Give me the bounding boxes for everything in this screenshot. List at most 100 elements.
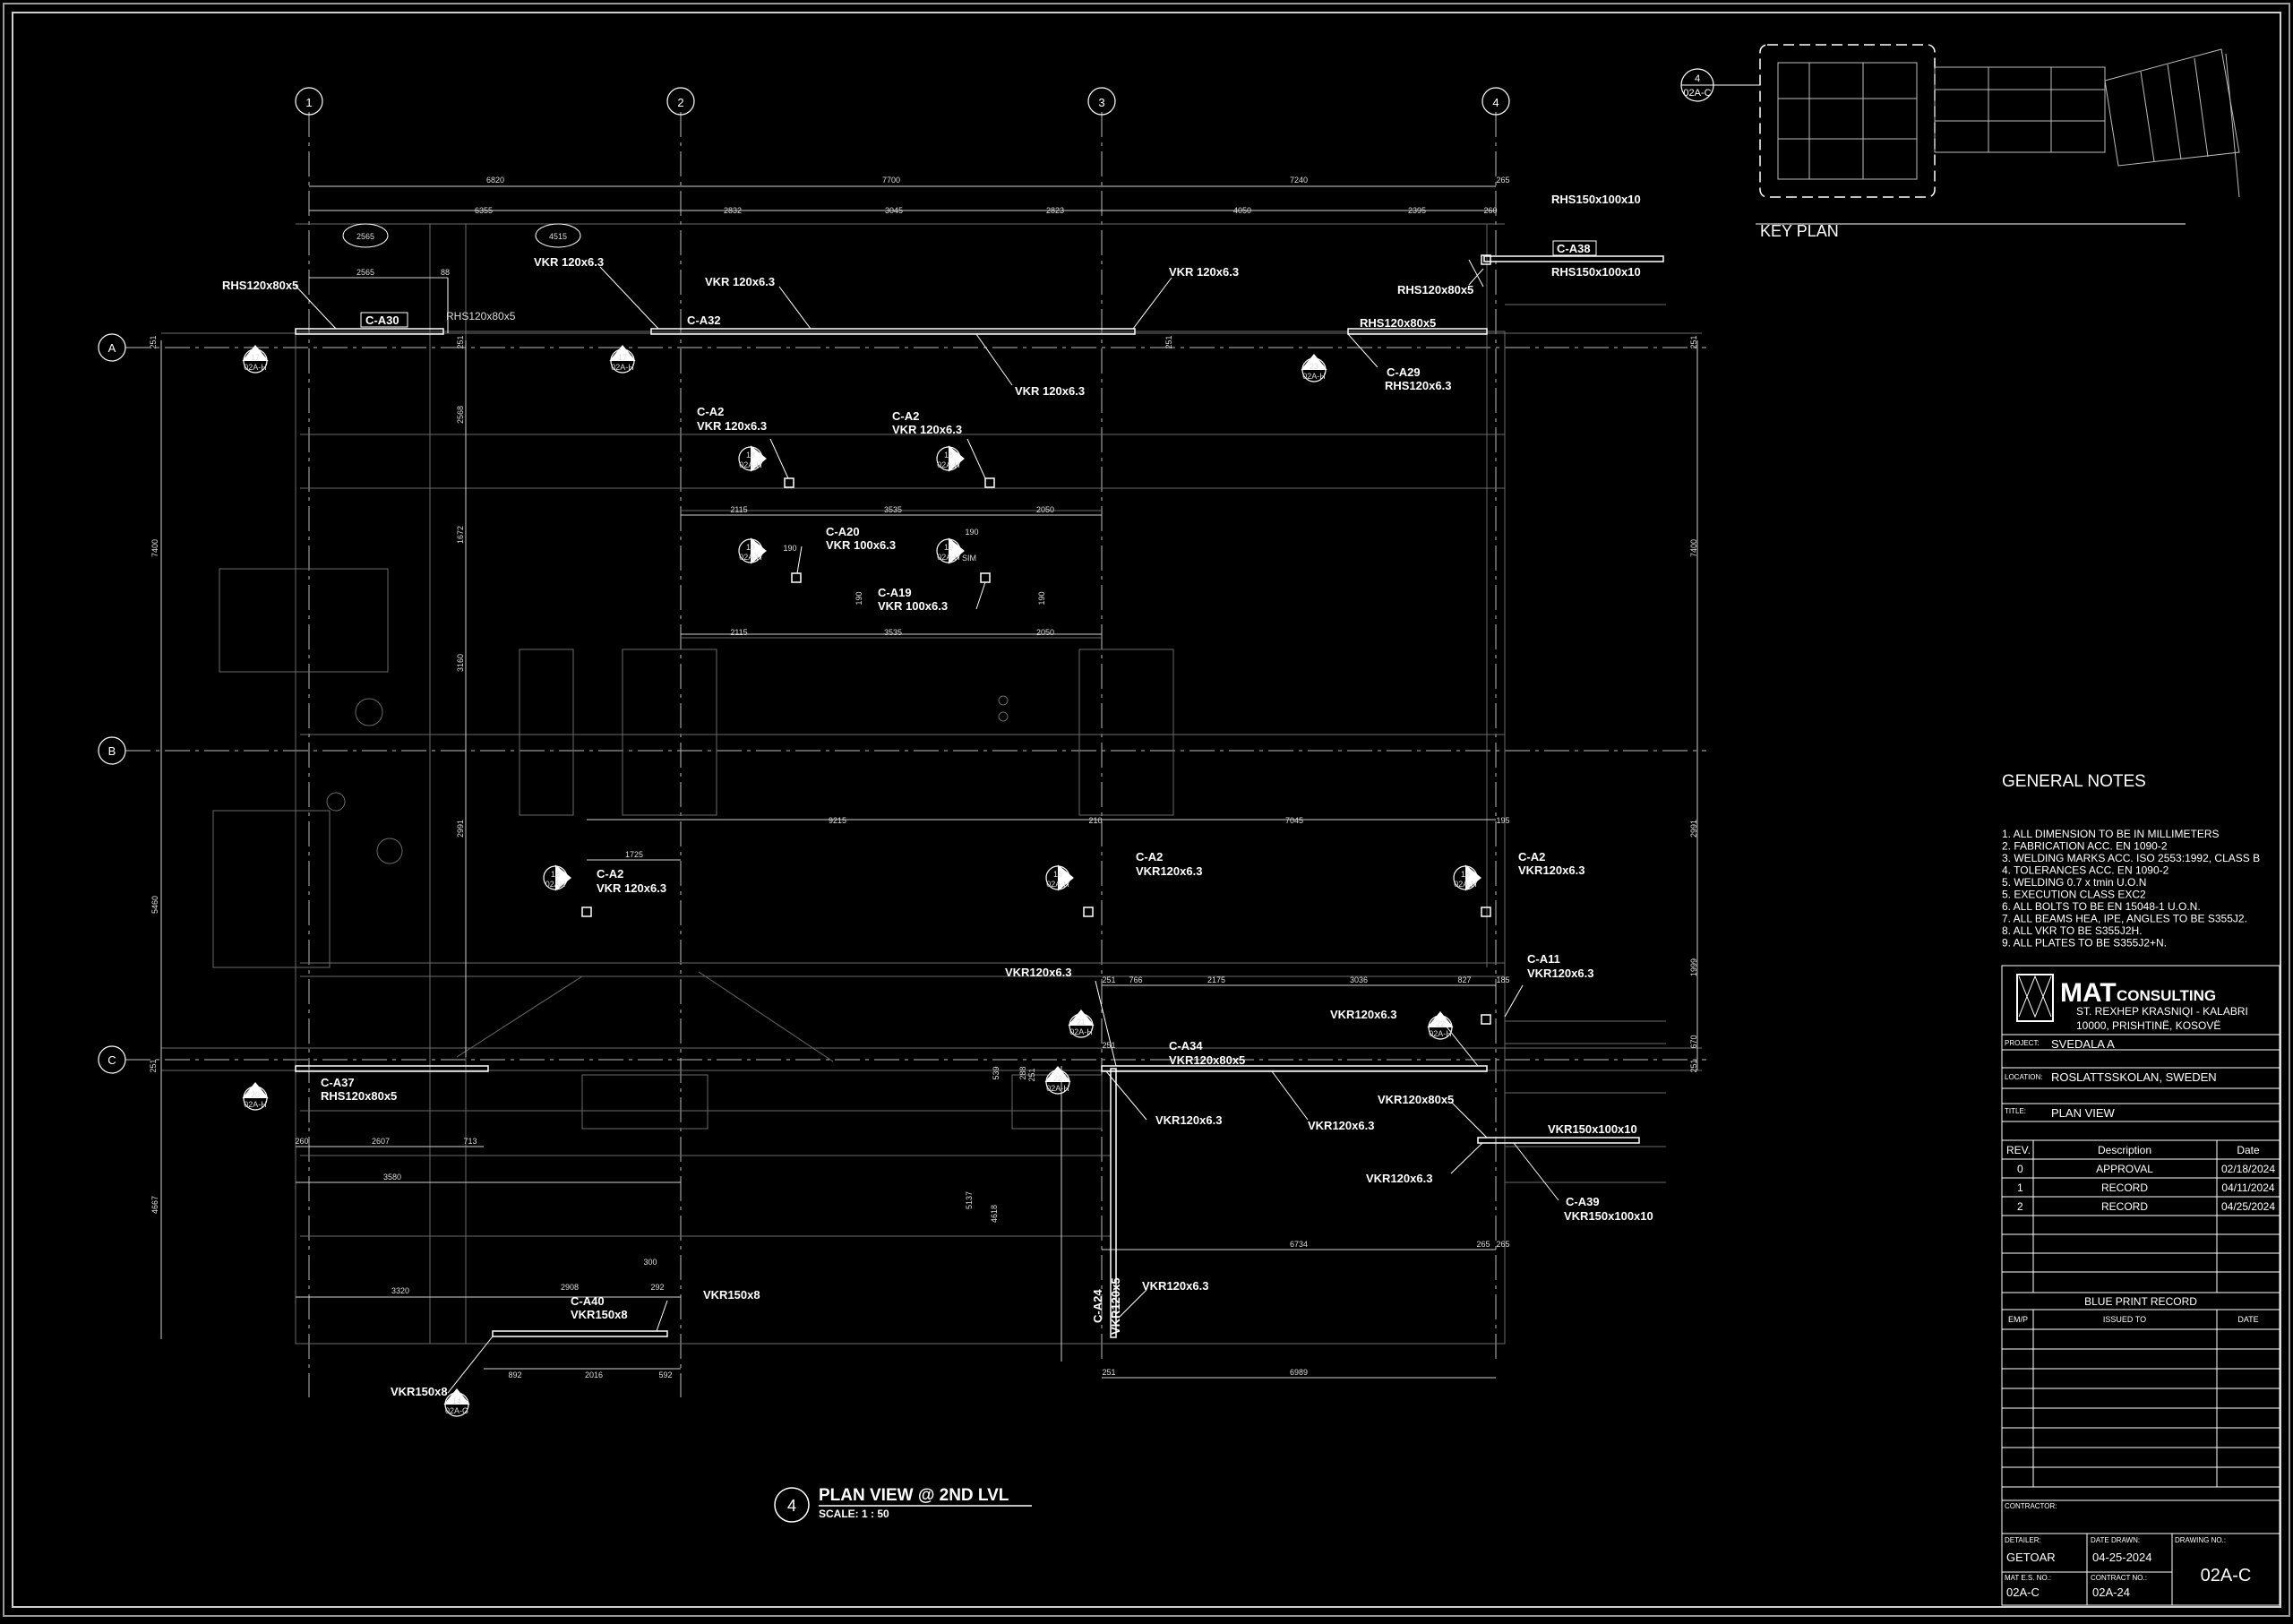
svg-text:C: C: [107, 1053, 116, 1067]
svg-text:A: A: [108, 341, 116, 355]
svg-text:VKR 120x6.3: VKR 120x6.3: [1015, 384, 1085, 398]
svg-text:2395: 2395: [1408, 206, 1426, 215]
svg-text:4667: 4667: [150, 1196, 159, 1214]
svg-text:288: 288: [1018, 1066, 1027, 1079]
svg-text:251: 251: [1102, 1368, 1115, 1377]
grid-col-3-bubble: 3: [1087, 87, 1116, 116]
svg-text:VKR150x8: VKR150x8: [571, 1308, 628, 1321]
svg-text:VKR 120x6.3: VKR 120x6.3: [534, 255, 604, 269]
svg-text:C-A34: C-A34: [1169, 1039, 1203, 1053]
svg-text:3320: 3320: [391, 1286, 409, 1295]
svg-text:C-A19: C-A19: [878, 586, 912, 599]
svg-text:2050: 2050: [1036, 505, 1054, 514]
svg-text:6355: 6355: [475, 206, 493, 215]
svg-text:2908: 2908: [561, 1283, 579, 1292]
svg-text:251: 251: [456, 335, 465, 348]
general-notes: GENERAL NOTES 1. ALL DIMENSION TO BE IN …: [2002, 772, 2260, 949]
svg-text:C-A32: C-A32: [687, 314, 721, 327]
svg-text:251: 251: [149, 1059, 158, 1072]
svg-text:02A-24: 02A-24: [2092, 1585, 2130, 1599]
svg-text:02A-H: 02A-H: [1454, 880, 1477, 889]
svg-text:Date: Date: [2237, 1144, 2260, 1156]
svg-text:3580: 3580: [383, 1173, 401, 1181]
svg-text:C-A2: C-A2: [597, 867, 623, 881]
svg-text:251: 251: [1102, 975, 1115, 984]
svg-text:88: 88: [441, 268, 450, 277]
svg-text:EM/P: EM/P: [2008, 1315, 2028, 1324]
svg-text:22: 22: [1053, 1074, 1062, 1083]
svg-text:RHS120x80x5: RHS120x80x5: [1360, 316, 1436, 330]
svg-text:18: 18: [1053, 870, 1062, 879]
svg-text:SVEDALA A: SVEDALA A: [2051, 1037, 2115, 1051]
svg-text:02A-H: 02A-H: [1046, 1084, 1069, 1093]
grid-lines: [125, 112, 1706, 1397]
title-block-text: MAT CONSULTING ST. REXHEP KRASNIQI - KAL…: [2005, 978, 2275, 1599]
svg-text:VKR120x6.3: VKR120x6.3: [1308, 1119, 1374, 1132]
svg-text:02AH: 02AH: [545, 880, 566, 889]
leader-lines: [295, 259, 1559, 1394]
svg-text:02/18/2024: 02/18/2024: [2221, 1163, 2275, 1175]
svg-text:PROJECT:: PROJECT:: [2005, 1039, 2040, 1047]
plan-scale-text: SCALE: 1 : 50: [819, 1508, 889, 1520]
svg-text:02A-H: 02A-H: [611, 363, 634, 372]
building-linework: [161, 223, 1702, 1345]
svg-text:18: 18: [1461, 870, 1470, 879]
svg-text:827: 827: [1457, 975, 1471, 984]
plan-title-text: PLAN VIEW @ 2ND LVL: [819, 1486, 1009, 1505]
grid-col-4-bubble: 4: [1481, 87, 1510, 116]
svg-text:3045: 3045: [885, 206, 903, 215]
svg-text:2832: 2832: [724, 206, 742, 215]
svg-text:9215: 9215: [829, 816, 846, 825]
svg-text:02A-C: 02A-C: [1683, 88, 1711, 99]
svg-text:GETOAR: GETOAR: [2006, 1551, 2056, 1564]
svg-text:2: 2: [2017, 1200, 2023, 1213]
svg-text:VKR120x80x5: VKR120x80x5: [1378, 1093, 1454, 1106]
svg-text:02A-H: 02A-H: [937, 553, 960, 562]
svg-text:02A-H: 02A-H: [937, 460, 960, 469]
svg-text:LOCATION:: LOCATION:: [2005, 1073, 2043, 1081]
svg-text:02A-H: 02A-H: [739, 460, 762, 469]
svg-text:20: 20: [251, 1090, 260, 1099]
revision-cloud-1: 2565: [342, 223, 389, 248]
svg-text:1: 1: [305, 96, 312, 109]
svg-text:4: 4: [1492, 96, 1499, 109]
general-note-item: 5. WELDING 0.7 x tmin U.O.N: [2002, 876, 2146, 889]
svg-text:300: 300: [643, 1258, 657, 1267]
svg-text:190: 190: [965, 528, 978, 537]
svg-text:RHS120x80x5: RHS120x80x5: [446, 310, 516, 322]
svg-text:CONTRACTOR:: CONTRACTOR:: [2005, 1502, 2057, 1510]
dimension-lines: [160, 185, 1698, 1379]
svg-text:7400: 7400: [1689, 539, 1698, 557]
grid-col-2-bubble: 2: [666, 87, 695, 116]
svg-text:Description: Description: [2098, 1144, 2151, 1156]
svg-text:VKR 120x6.3: VKR 120x6.3: [705, 275, 775, 288]
svg-text:210: 210: [1088, 816, 1102, 825]
svg-text:3160: 3160: [456, 654, 465, 672]
svg-text:2175: 2175: [1207, 975, 1225, 984]
svg-text:ROSLATTSSKOLAN, SWEDEN: ROSLATTSSKOLAN, SWEDEN: [2051, 1070, 2217, 1084]
svg-text:251: 251: [149, 335, 158, 348]
svg-text:VKR150x100x10: VKR150x100x10: [1548, 1122, 1637, 1136]
svg-text:2991: 2991: [1689, 820, 1698, 838]
svg-text:19: 19: [746, 543, 755, 552]
svg-text:VKR120x6.3: VKR120x6.3: [1005, 966, 1071, 979]
svg-text:VKR150x8: VKR150x8: [703, 1288, 760, 1302]
grid-row-b-bubble: B: [98, 736, 126, 765]
svg-text:VKR120x6.3: VKR120x6.3: [1136, 864, 1202, 878]
svg-text:PLAN VIEW: PLAN VIEW: [2051, 1106, 2116, 1120]
svg-text:4618: 4618: [990, 1205, 999, 1223]
svg-text:10000, PRISHTINË, KOSOVË: 10000, PRISHTINË, KOSOVË: [2076, 1019, 2220, 1032]
svg-text:VKR120x80x5: VKR120x80x5: [1169, 1053, 1245, 1067]
svg-text:02A-H: 02A-H: [1069, 1027, 1093, 1036]
svg-text:02A-H: 02A-H: [1302, 372, 1326, 381]
svg-text:VKR120x6.3: VKR120x6.3: [1366, 1172, 1432, 1185]
general-note-item: 4. TOLERANCES ACC. EN 1090-2: [2002, 864, 2169, 877]
